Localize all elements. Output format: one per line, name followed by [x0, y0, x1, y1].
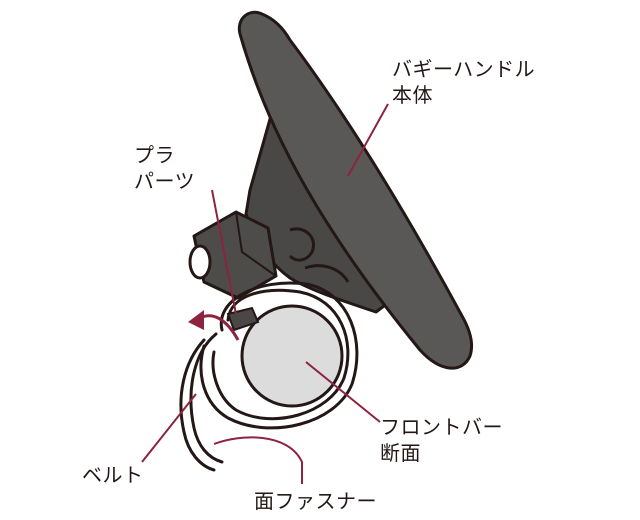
label-handle-body: バギーハンドル 本体	[392, 56, 535, 108]
rotation-arrow-icon	[188, 310, 240, 341]
handle-body	[237, 10, 474, 370]
leader-plastic-part	[211, 189, 237, 315]
label-plastic-part-line2: パーツ	[134, 169, 196, 193]
strap-loop	[199, 281, 359, 430]
label-handle-body-line2: 本体	[392, 83, 433, 107]
leader-belt	[141, 393, 197, 463]
label-plastic-part-line1: プラ	[134, 143, 175, 167]
leader-handle-body	[347, 103, 389, 177]
label-plastic-part: プラ パーツ	[134, 142, 195, 194]
label-belt: ベルト	[82, 462, 144, 488]
leader-front-bar	[305, 361, 381, 423]
label-front-bar-line1: フロントバー	[380, 415, 503, 439]
label-hook-and-loop: 面ファスナー	[254, 488, 377, 514]
belt-strap	[179, 332, 224, 472]
label-belt-text: ベルト	[82, 463, 144, 487]
plastic-clamp-block	[188, 210, 278, 300]
leader-lines	[141, 103, 389, 484]
front-bar-cross-section	[240, 304, 344, 408]
leader-hook-and-loop	[213, 436, 303, 484]
label-front-bar-section: フロントバー 断面	[380, 414, 503, 466]
label-front-bar-line2: 断面	[380, 441, 421, 465]
label-hook-and-loop-text: 面ファスナー	[254, 489, 377, 513]
label-handle-body-line1: バギーハンドル	[392, 57, 536, 81]
